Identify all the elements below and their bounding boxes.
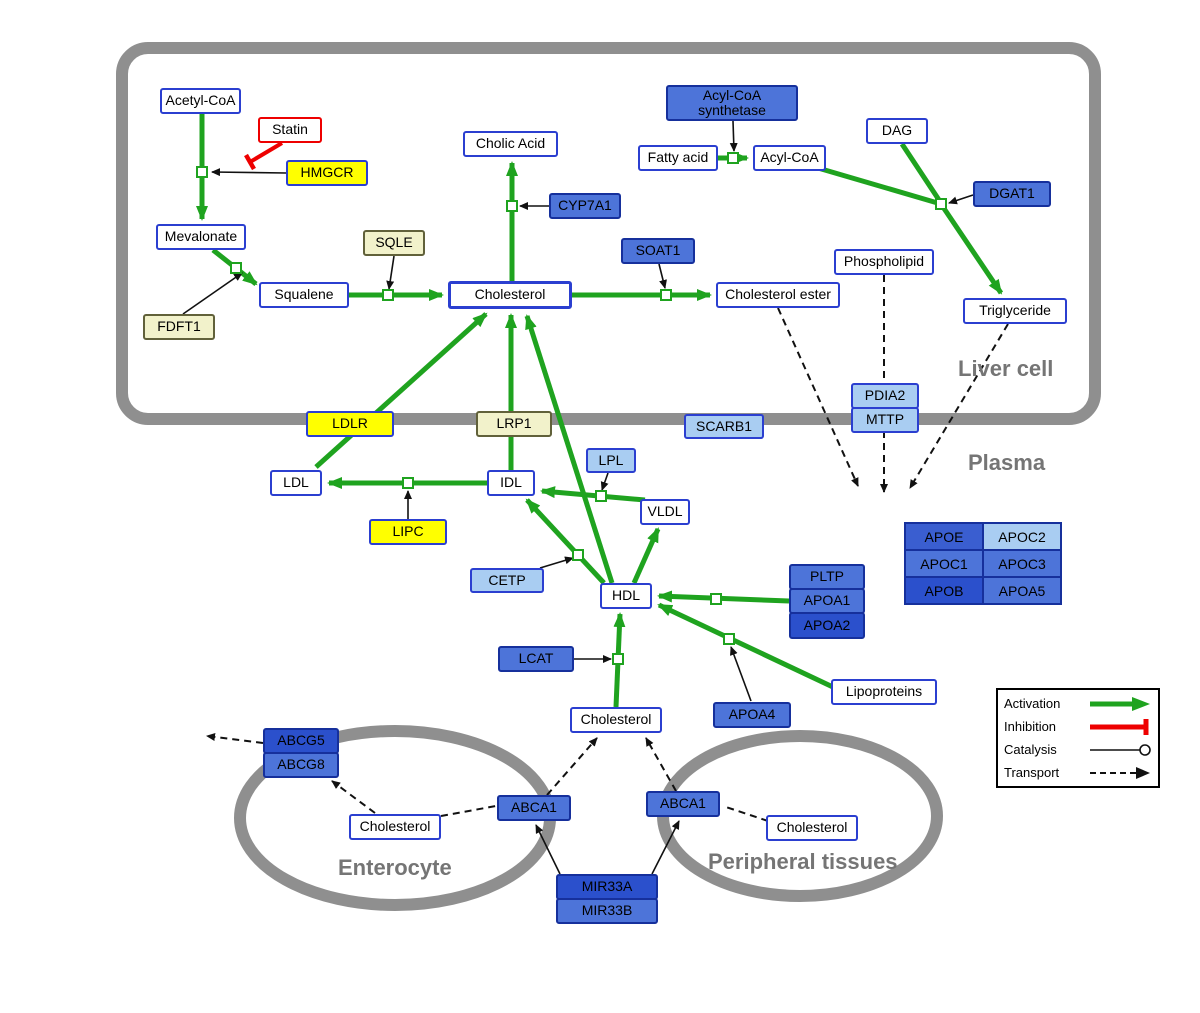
node-lpl[interactable]: LPL — [586, 448, 636, 473]
node-apob[interactable]: APOB — [906, 578, 982, 603]
transport-dashed-arrow-icon — [1090, 766, 1150, 779]
node-cyp7a1[interactable]: CYP7A1 — [549, 193, 621, 219]
node-mir33a[interactable]: MIR33A — [556, 874, 658, 900]
node-acetyl-coa[interactable]: Acetyl-CoA — [160, 88, 241, 114]
activation-edges — [196, 113, 1004, 708]
node-mevalonate[interactable]: Mevalonate — [156, 224, 246, 250]
legend-catalysis-row: Catalysis — [1004, 739, 1152, 761]
node-cholesterol-enterocyte[interactable]: Cholesterol — [349, 814, 441, 840]
node-dag[interactable]: DAG — [866, 118, 928, 144]
node-triglyceride[interactable]: Triglyceride — [963, 298, 1067, 324]
node-abca1-left[interactable]: ABCA1 — [497, 795, 571, 821]
node-vldl[interactable]: VLDL — [640, 499, 690, 525]
node-dgat1[interactable]: DGAT1 — [973, 181, 1051, 207]
node-apoc1[interactable]: APOC1 — [906, 551, 982, 576]
node-abcg8[interactable]: ABCG8 — [263, 752, 339, 778]
legend-transport-row: Transport — [1004, 762, 1152, 784]
inhibition-edge — [244, 141, 284, 171]
node-ldl[interactable]: LDL — [270, 470, 322, 496]
node-apoa1[interactable]: APOA1 — [789, 588, 865, 614]
node-hdl[interactable]: HDL — [600, 583, 652, 609]
catalysis-circle-icon — [1090, 743, 1151, 756]
plasma-label: Plasma — [968, 450, 1046, 475]
legend: Activation Inhibition Catalysis Transpor… — [996, 688, 1160, 788]
node-fatty-acid[interactable]: Fatty acid — [638, 145, 718, 171]
node-mttp[interactable]: MTTP — [851, 407, 919, 433]
node-abcg5[interactable]: ABCG5 — [263, 728, 339, 754]
legend-inhibition-label: Inhibition — [1004, 719, 1057, 734]
node-lcat[interactable]: LCAT — [498, 646, 574, 672]
node-hmgcr[interactable]: HMGCR — [286, 160, 368, 186]
node-ldlr[interactable]: LDLR — [306, 411, 394, 437]
legend-activation-label: Activation — [1004, 696, 1061, 711]
node-cholesterol-plasma[interactable]: Cholesterol — [570, 707, 662, 733]
node-cetp[interactable]: CETP — [470, 568, 544, 593]
node-acyl-coa[interactable]: Acyl-CoA — [753, 145, 826, 171]
legend-inhibition-row: Inhibition — [1004, 716, 1152, 738]
node-apoe[interactable]: APOE — [906, 524, 982, 549]
node-scarb1[interactable]: SCARB1 — [684, 414, 764, 439]
node-pdia2[interactable]: PDIA2 — [851, 383, 919, 409]
node-apoa2[interactable]: APOA2 — [789, 612, 865, 639]
node-cholesterol-ester[interactable]: Cholesterol ester — [716, 282, 840, 308]
peripheral-tissues-label: Peripheral tissues — [708, 849, 898, 874]
node-soat1[interactable]: SOAT1 — [621, 238, 695, 264]
node-cholic-acid[interactable]: Cholic Acid — [463, 131, 558, 157]
node-fdft1[interactable]: FDFT1 — [143, 314, 215, 340]
node-lrp1[interactable]: LRP1 — [476, 411, 552, 437]
node-acyl-coa-synthetase[interactable]: Acyl-CoA synthetase — [666, 85, 798, 121]
node-apoa5[interactable]: APOA5 — [984, 578, 1060, 603]
node-lipoproteins[interactable]: Lipoproteins — [831, 679, 937, 705]
liver-cell-membrane — [116, 42, 1101, 425]
node-mir33b[interactable]: MIR33B — [556, 898, 658, 924]
node-apoc3[interactable]: APOC3 — [984, 551, 1060, 576]
legend-catalysis-label: Catalysis — [1004, 742, 1057, 757]
node-phospholipid[interactable]: Phospholipid — [834, 249, 934, 275]
liver-cell-label: Liver cell — [958, 356, 1054, 381]
node-apoa4[interactable]: APOA4 — [713, 702, 791, 728]
node-cholesterol-liver[interactable]: Cholesterol — [448, 281, 572, 309]
node-apoc2[interactable]: APOC2 — [984, 524, 1060, 549]
node-statin[interactable]: Statin — [258, 117, 322, 143]
node-idl[interactable]: IDL — [487, 470, 535, 496]
node-pltp[interactable]: PLTP — [789, 564, 865, 590]
legend-activation-row: Activation — [1004, 693, 1152, 715]
catalysis-edges — [182, 120, 974, 875]
enterocyte-label: Enterocyte — [338, 855, 452, 880]
inhibition-tbar-icon — [1090, 718, 1149, 735]
node-lipc[interactable]: LIPC — [369, 519, 447, 545]
node-sqle[interactable]: SQLE — [363, 230, 425, 256]
activation-arrow-icon — [1090, 696, 1150, 711]
apolipoprotein-table: APOE APOC2 APOC1 APOC3 APOB APOA5 — [904, 522, 1062, 605]
node-squalene[interactable]: Squalene — [259, 282, 349, 308]
reaction-nodes — [196, 152, 947, 665]
node-abca1-right[interactable]: ABCA1 — [646, 791, 720, 817]
legend-transport-label: Transport — [1004, 765, 1060, 780]
node-cholesterol-peripheral[interactable]: Cholesterol — [766, 815, 858, 841]
